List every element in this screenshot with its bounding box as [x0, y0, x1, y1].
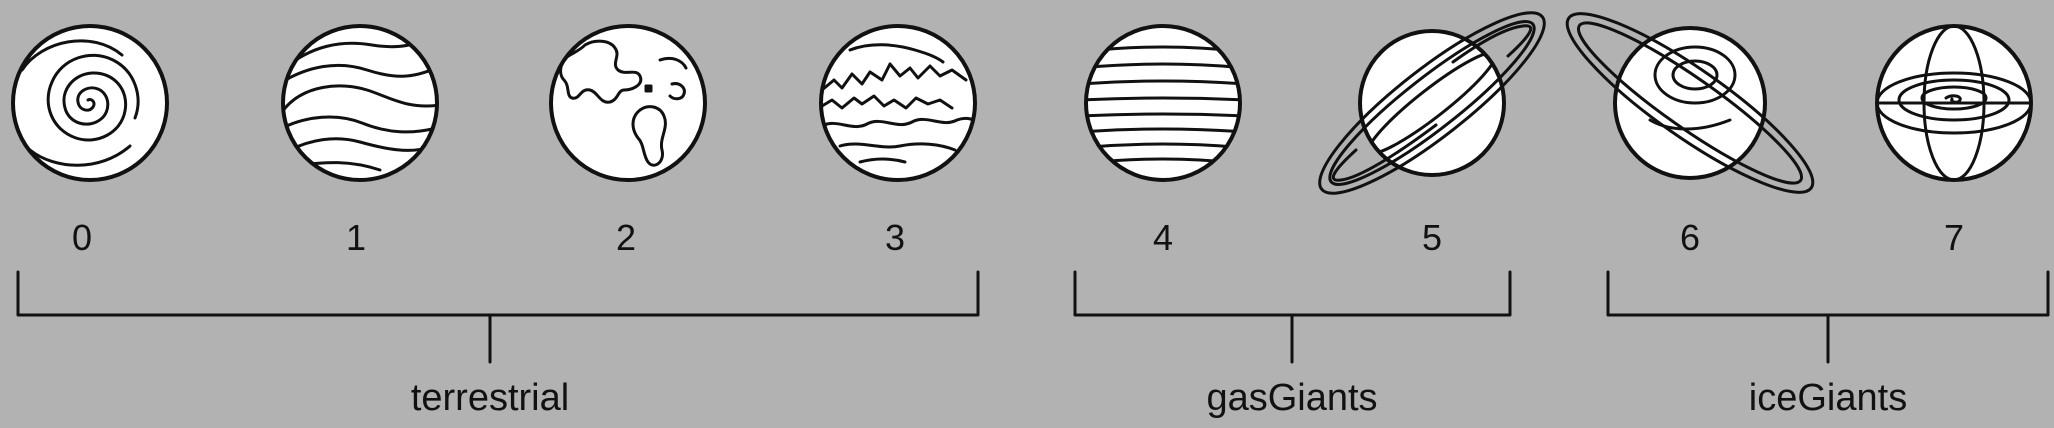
planet-number-5: 5	[1421, 217, 1443, 258]
swirl-ice-giant-icon	[1875, 24, 2033, 182]
planet-number-6: 6	[1679, 217, 1701, 258]
planet-number-3: 3	[884, 217, 906, 258]
ringed-ice-giant-icon	[1565, 12, 1815, 194]
planet-number-4: 4	[1152, 217, 1174, 258]
bracket-gas-giants	[1073, 270, 1512, 364]
spiral-planet-icon	[11, 24, 169, 182]
group-label-gas-giants: gasGiants	[1206, 377, 1378, 419]
group-label-terrestrial: terrestrial	[410, 377, 570, 419]
cloudy-planet-icon	[819, 24, 977, 182]
planet-number-0: 0	[71, 217, 93, 258]
ringed-planet-icon	[1318, 11, 1546, 195]
planet-number-7: 7	[1943, 217, 1965, 258]
bracket-terrestrial	[16, 270, 980, 364]
banded-planet-icon	[281, 24, 439, 182]
earth-icon	[549, 24, 707, 182]
bracket-ice-giants	[1606, 270, 2050, 364]
group-label-ice-giants: iceGiants	[1748, 377, 1908, 419]
striped-gas-giant-icon	[1084, 24, 1242, 182]
planet-number-1: 1	[345, 217, 367, 258]
planet-number-2: 2	[615, 217, 637, 258]
